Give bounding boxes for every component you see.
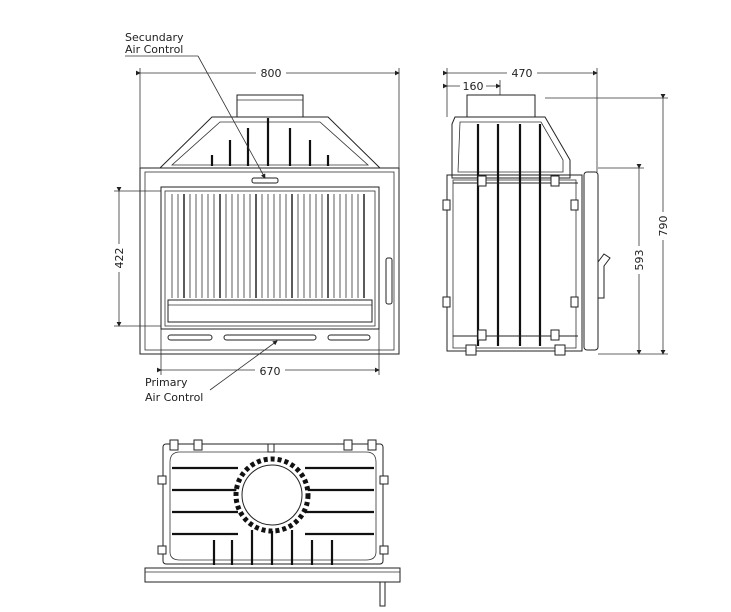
top-flue-opening	[241, 464, 303, 526]
top-front-plate	[144, 567, 401, 583]
side-door	[583, 171, 599, 351]
grate-bars	[171, 194, 365, 298]
dim-side-height-total: 790	[657, 216, 670, 237]
primary-air-slots	[167, 334, 371, 341]
side-body	[446, 174, 583, 352]
label-secondary-line1: Secundary	[125, 31, 184, 44]
side-top	[451, 116, 571, 179]
top-lower-ribs	[212, 528, 334, 565]
front-view: 800 422 670 Secundary Air Control Primar…	[112, 31, 400, 404]
dim-flue-offset: 160	[463, 80, 484, 93]
side-view: 470 160 790 593	[442, 66, 670, 356]
dim-glass-height: 422	[113, 248, 126, 269]
top-view	[144, 439, 401, 607]
hood-ribs	[210, 118, 330, 166]
side-door-handle	[597, 253, 611, 299]
top-brackets	[157, 439, 389, 555]
secondary-air-slider	[251, 177, 279, 184]
top-ribs	[172, 466, 374, 536]
flue-collar	[236, 94, 304, 118]
side-flue	[466, 94, 536, 118]
label-primary-line2: Air Control	[145, 391, 203, 404]
label-primary-line1: Primary	[145, 376, 188, 389]
dim-side-depth: 470	[512, 67, 533, 80]
side-brackets	[442, 175, 579, 341]
label-secondary-line2: Air Control	[125, 43, 183, 56]
top-handle	[379, 581, 386, 607]
glass-window	[160, 186, 380, 330]
side-bars	[476, 124, 542, 346]
dim-front-width: 800	[261, 67, 282, 80]
dim-side-height-door: 593	[633, 250, 646, 271]
log-retainer	[167, 299, 373, 323]
hood	[158, 116, 382, 169]
door-handle	[385, 257, 393, 305]
front-frame	[139, 167, 400, 355]
dim-glass-width: 670	[260, 365, 281, 378]
